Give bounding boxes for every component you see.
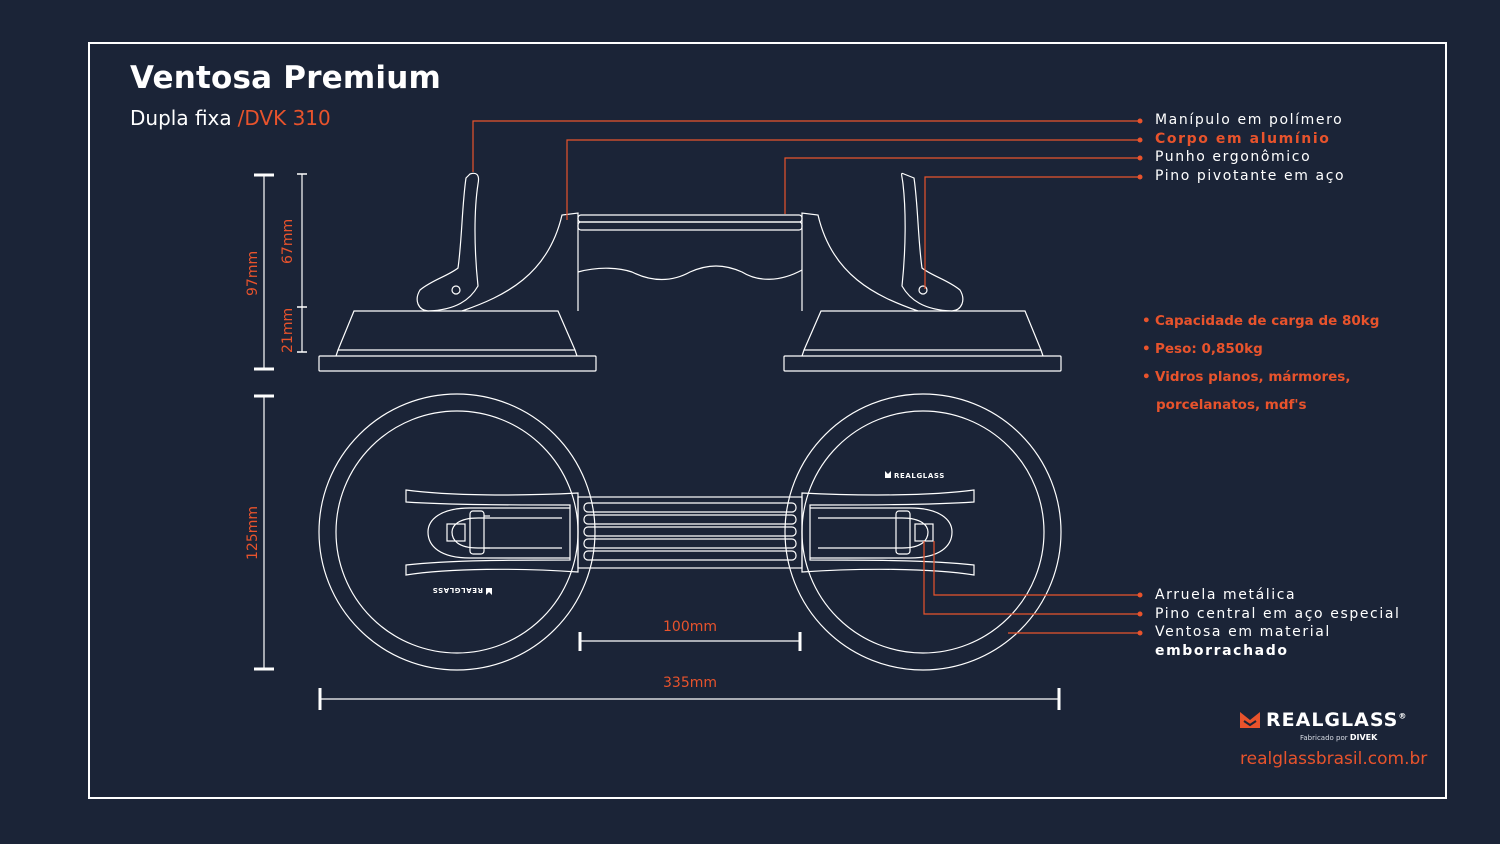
left-lever	[416, 172, 480, 312]
side-view	[318, 172, 1062, 372]
website-link[interactable]: realglassbrasil.com.br	[1240, 749, 1428, 769]
model-code: /DVK 310	[237, 106, 331, 130]
right-cup-body	[801, 310, 1044, 357]
realglass-logo-icon	[1240, 712, 1260, 728]
handle-top-bar	[577, 214, 803, 223]
brand-name: REALGLASS®	[1266, 709, 1408, 731]
dim-cup-diameter: 125mm	[245, 506, 261, 560]
cup-brand-right: REALGLASS	[894, 472, 945, 480]
realglass-mark-icon	[486, 588, 492, 595]
cup-brand-left: REALGLASS	[432, 586, 483, 594]
left-cup-inner	[335, 410, 579, 654]
right-arm	[801, 212, 919, 312]
page-title: Ventosa Premium	[130, 60, 442, 96]
dim-total-height: 97mm	[245, 250, 261, 296]
dimension-lines	[254, 173, 1061, 710]
diagram-frame	[88, 42, 1447, 799]
spec-item: •Vidros planos, mármores,	[1142, 369, 1351, 385]
leader-dots	[1137, 118, 1143, 636]
left-cup-outer	[318, 393, 596, 671]
spec-item: •Capacidade de carga de 80kg	[1142, 313, 1380, 329]
spec-item: •Peso: 0,850kg	[1142, 341, 1263, 357]
page-subtitle: Dupla fixa/DVK 310	[130, 106, 331, 130]
ergonomic-grip	[577, 265, 803, 281]
top-handle-bar	[577, 496, 803, 569]
callout-corpo: Corpo em alumínio	[1155, 131, 1331, 147]
dim-total-length: 335mm	[663, 675, 717, 691]
left-cup-body	[335, 310, 578, 357]
cup-marking-left: REALGLASS	[432, 586, 492, 595]
spec-item-continued: porcelanatos, mdf's	[1156, 397, 1307, 413]
cup-marking-right: REALGLASS	[885, 471, 945, 480]
brand-logo: REALGLASS®	[1240, 708, 1407, 732]
right-clamp-body	[801, 489, 975, 576]
callout-pino-central: Pino central em aço especial	[1155, 606, 1401, 622]
top-view	[318, 393, 1062, 671]
callout-ventosa: Ventosa em material	[1155, 624, 1331, 640]
callout-ventosa-bold: emborrachado	[1155, 643, 1289, 659]
callout-arruela: Arruela metálica	[1155, 587, 1297, 603]
dim-base-height: 21mm	[280, 307, 296, 353]
right-lever	[901, 172, 964, 312]
right-base-plate	[783, 355, 1062, 372]
dim-handle-height: 67mm	[280, 218, 296, 264]
left-base-plate	[318, 355, 597, 372]
leader-lines	[472, 120, 1138, 634]
callout-pino-pivotante: Pino pivotante em aço	[1155, 168, 1346, 184]
callout-punho: Punho ergonômico	[1155, 149, 1312, 165]
right-cup-outer	[784, 393, 1062, 671]
dim-grip-width: 100mm	[663, 619, 717, 635]
callout-manipulo: Manípulo em polímero	[1155, 112, 1344, 128]
left-clamp-body	[405, 489, 579, 576]
left-arm	[461, 212, 579, 312]
right-cup-inner	[801, 410, 1045, 654]
subtitle-text: Dupla fixa	[130, 106, 232, 130]
fabricado-por: Fabricado por DIVEK	[1300, 733, 1378, 742]
realglass-mark-icon	[885, 471, 891, 478]
